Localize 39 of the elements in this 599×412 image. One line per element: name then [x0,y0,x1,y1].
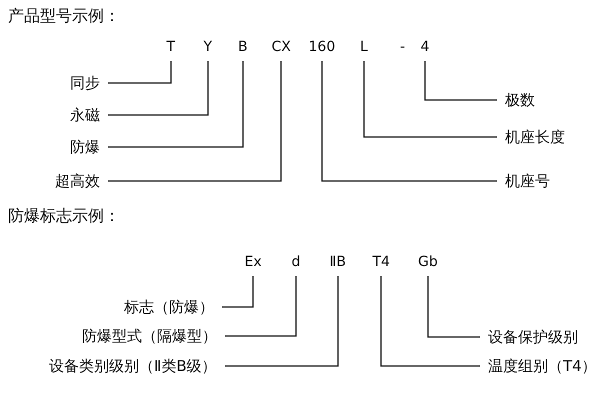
meaning-label: 温度组别（T4） [488,356,597,376]
leader-line [108,61,172,84]
leader-line [321,61,497,182]
code-symbol: CX [272,37,291,61]
meaning-label: 永磁 [70,105,100,125]
leader-line [222,276,254,308]
code-symbol: 160 [308,37,336,61]
code-symbol: Gb [418,252,438,276]
meaning-label: 超高效 [55,171,100,191]
code-symbol: T [166,37,176,61]
leader-line [363,61,497,138]
leader-line [108,61,209,116]
meaning-label: 防爆 [70,137,100,157]
code-symbol: T4 [372,252,390,276]
section-heading: 防爆标志示例： [8,206,120,226]
leader-line [108,61,244,148]
meaning-label: 机座长度 [505,127,565,147]
leader-line [225,276,297,337]
meaning-label: 设备保护级别 [488,327,578,347]
code-symbol: ⅡB [330,252,346,276]
meaning-label: 设备类别级别（Ⅱ类B级） [49,356,217,376]
code-symbol: 4 [420,37,430,61]
meaning-label: 防爆型式（隔爆型） [82,326,217,346]
leader-line [225,276,339,367]
leader-line [427,276,480,338]
meaning-label: 极数 [505,90,535,110]
section-heading: 产品型号示例： [8,6,120,26]
meaning-label: 标志（防爆） [124,297,214,317]
leader-line [380,276,480,367]
code-symbol: Y [204,37,212,61]
leader-line [424,61,497,101]
code-symbol: B [238,37,248,61]
code-symbol: L [360,37,368,61]
separator-dash: - [400,38,406,57]
meaning-label: 机座号 [505,171,550,191]
code-symbol: d [292,252,300,276]
code-symbol: Ex [244,252,262,276]
leader-line [108,61,282,182]
meaning-label: 同步 [70,73,100,93]
